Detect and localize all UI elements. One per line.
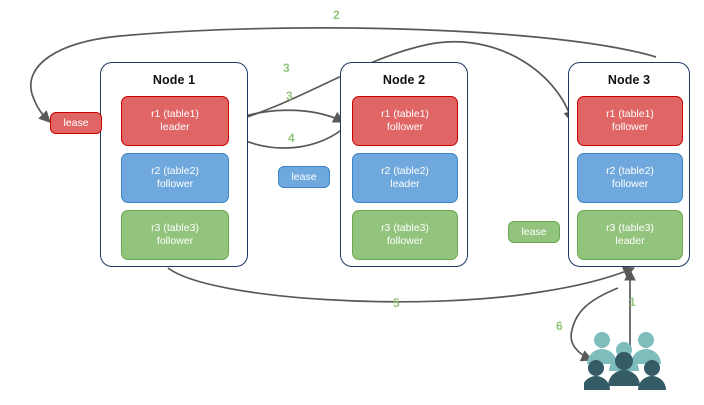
edge-label-1: 1 [629, 295, 636, 309]
node-2-replica-r1[interactable]: r1 (table1) follower [352, 96, 458, 146]
node-3-replica-r1[interactable]: r1 (table1) follower [577, 96, 683, 146]
lease-badge-r3[interactable]: lease [508, 221, 560, 243]
node-1-replica-r3[interactable]: r3 (table3) follower [121, 210, 229, 260]
users-front-row [584, 352, 666, 390]
node-title-3: Node 3 [607, 73, 651, 87]
node-2-replica-r2-role: leader [390, 178, 420, 190]
node-1-replica-r3-role: follower [156, 235, 194, 247]
node-2-replica-r1-table: r1 (table1) [381, 108, 429, 121]
node-3-replica-r3-table: r3 (table3) [606, 222, 654, 235]
node-1-replica-r2[interactable]: r2 (table2) follower [121, 153, 229, 203]
edge-label-5: 5 [393, 296, 400, 310]
node-2-replica-r3[interactable]: r3 (table3) follower [352, 210, 458, 260]
edge-label-2: 2 [333, 8, 340, 22]
node-1-replica-r1-role: leader [160, 121, 190, 133]
edge-label-6: 6 [556, 319, 563, 333]
node-3-replica-r2[interactable]: r2 (table2) follower [577, 153, 683, 203]
node-box-1[interactable]: Node 1 r1 (table1) leader r2 (table2) fo… [100, 62, 248, 267]
edge-label-3-upper: 3 [283, 61, 290, 75]
node-box-2[interactable]: Node 2 r1 (table1) follower r2 (table2) … [340, 62, 468, 267]
lease-badge-r2[interactable]: lease [278, 166, 330, 188]
node-1-replica-r2-role: follower [156, 178, 194, 190]
node-3-replica-r2-table: r2 (table2) [606, 165, 654, 178]
node-1-replica-r3-table: r3 (table3) [151, 222, 199, 235]
node-3-replica-r1-table: r1 (table1) [606, 108, 654, 121]
node-3-replica-r2-role: follower [611, 178, 649, 190]
edge-label-4: 4 [288, 131, 295, 145]
node-1-replica-r1-table: r1 (table1) [151, 108, 199, 121]
node-1-replica-r1[interactable]: r1 (table1) leader [121, 96, 229, 146]
node-2-replica-r1-role: follower [386, 121, 424, 133]
node-3-replica-r3-role: leader [615, 235, 645, 247]
edge-label-3-lower: 3 [286, 89, 293, 103]
node-3-replica-r1-role: follower [611, 121, 649, 133]
node-title-2: Node 2 [382, 73, 426, 87]
lease-badge-r1[interactable]: lease [50, 112, 102, 134]
node-3-replica-r3[interactable]: r3 (table3) leader [577, 210, 683, 260]
users-group-icon [584, 332, 666, 390]
node-1-replica-r2-table: r2 (table2) [151, 165, 199, 178]
node-2-replica-r3-table: r3 (table3) [381, 222, 429, 235]
node-2-replica-r3-role: follower [386, 235, 424, 247]
node-2-replica-r2-table: r2 (table2) [381, 165, 429, 178]
node-box-3[interactable]: Node 3 r1 (table1) follower r2 (table2) … [568, 62, 690, 267]
node-title-1: Node 1 [152, 73, 196, 87]
node-2-replica-r2[interactable]: r2 (table2) leader [352, 153, 458, 203]
edge-5-path [167, 266, 636, 303]
